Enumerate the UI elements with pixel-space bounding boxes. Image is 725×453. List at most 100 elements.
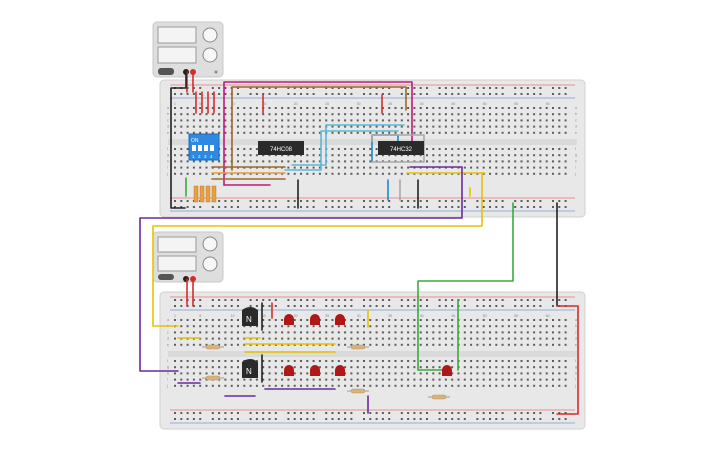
hole[interactable] <box>363 331 365 334</box>
rail-hole[interactable] <box>514 299 517 301</box>
hole[interactable] <box>199 360 202 362</box>
hole[interactable] <box>325 337 328 340</box>
hole[interactable] <box>533 154 536 157</box>
rail-hole[interactable] <box>287 87 290 89</box>
hole[interactable] <box>318 154 321 157</box>
hole[interactable] <box>249 107 252 109</box>
rail-hole[interactable] <box>501 299 504 301</box>
rail-hole[interactable] <box>363 418 365 420</box>
rail-hole[interactable] <box>237 200 239 202</box>
hole[interactable] <box>356 172 359 175</box>
hole[interactable] <box>356 366 359 369</box>
rail-hole[interactable] <box>268 305 271 307</box>
hole[interactable] <box>186 360 189 362</box>
hole[interactable] <box>552 384 554 387</box>
rail-hole[interactable] <box>564 87 567 89</box>
hole[interactable] <box>281 154 284 157</box>
rail-hole[interactable] <box>237 305 239 307</box>
rail-hole[interactable] <box>407 299 410 301</box>
hole[interactable] <box>533 372 536 375</box>
hole[interactable] <box>470 125 473 128</box>
hole[interactable] <box>287 325 290 328</box>
rail-hole[interactable] <box>300 305 302 307</box>
hole[interactable] <box>407 366 410 369</box>
hole[interactable] <box>369 331 372 334</box>
led-red[interactable] <box>442 365 452 376</box>
hole[interactable] <box>180 372 183 375</box>
hole[interactable] <box>218 319 221 321</box>
rail-hole[interactable] <box>438 200 441 202</box>
hole[interactable] <box>287 154 290 157</box>
hole[interactable] <box>199 319 202 321</box>
hole[interactable] <box>174 131 176 134</box>
hole[interactable] <box>564 378 567 381</box>
hole[interactable] <box>211 366 214 369</box>
hole[interactable] <box>281 325 284 328</box>
rail-hole[interactable] <box>337 418 340 420</box>
hole[interactable] <box>281 319 284 321</box>
rail-hole[interactable] <box>325 206 328 208</box>
rail-hole[interactable] <box>419 412 422 414</box>
hole[interactable] <box>438 131 441 134</box>
hole[interactable] <box>482 166 485 169</box>
rail-hole[interactable] <box>287 299 290 301</box>
hole[interactable] <box>293 360 296 362</box>
hole[interactable] <box>262 384 265 387</box>
hole[interactable] <box>432 107 435 109</box>
rail-hole[interactable] <box>255 305 258 307</box>
rail-hole[interactable] <box>520 305 523 307</box>
hole[interactable] <box>287 172 290 175</box>
rail-hole[interactable] <box>463 93 466 95</box>
hole[interactable] <box>186 172 189 175</box>
rail-hole[interactable] <box>413 412 416 414</box>
hole[interactable] <box>388 360 391 362</box>
rail-hole[interactable] <box>192 206 195 208</box>
hole[interactable] <box>539 343 542 346</box>
hole[interactable] <box>539 384 542 387</box>
rail-hole[interactable] <box>419 418 422 420</box>
hole[interactable] <box>507 360 510 362</box>
rail-hole[interactable] <box>224 305 227 307</box>
rail-hole[interactable] <box>520 87 523 89</box>
hole[interactable] <box>344 360 347 362</box>
hole[interactable] <box>394 372 397 375</box>
hole[interactable] <box>199 107 202 109</box>
hole[interactable] <box>407 325 410 328</box>
hole[interactable] <box>331 378 334 381</box>
hole[interactable] <box>545 154 548 157</box>
rail-hole[interactable] <box>174 299 176 301</box>
hole[interactable] <box>482 107 485 109</box>
hole[interactable] <box>293 372 296 375</box>
hole[interactable] <box>375 113 378 116</box>
hole[interactable] <box>470 154 473 157</box>
hole[interactable] <box>369 319 372 321</box>
hole[interactable] <box>388 154 391 157</box>
rail-hole[interactable] <box>426 305 428 307</box>
hole[interactable] <box>205 172 208 175</box>
hole[interactable] <box>344 119 347 122</box>
rail-hole[interactable] <box>400 206 403 208</box>
hole[interactable] <box>407 331 410 334</box>
hole[interactable] <box>381 331 384 334</box>
hole[interactable] <box>363 337 365 340</box>
hole[interactable] <box>482 160 485 163</box>
hole[interactable] <box>174 107 176 109</box>
rail-hole[interactable] <box>325 200 328 202</box>
hole[interactable] <box>274 331 277 334</box>
hole[interactable] <box>407 131 410 134</box>
hole[interactable] <box>249 160 252 163</box>
hole[interactable] <box>552 160 554 163</box>
hole[interactable] <box>306 160 309 163</box>
hole[interactable] <box>539 107 542 109</box>
hole[interactable] <box>526 337 529 340</box>
hole[interactable] <box>394 119 397 122</box>
hole[interactable] <box>306 366 309 369</box>
hole[interactable] <box>533 148 536 150</box>
hole[interactable] <box>192 107 195 109</box>
rail-hole[interactable] <box>237 93 239 95</box>
hole[interactable] <box>507 325 510 328</box>
hole[interactable] <box>255 125 258 128</box>
hole[interactable] <box>501 378 504 381</box>
hole[interactable] <box>407 166 410 169</box>
hole[interactable] <box>413 337 416 340</box>
